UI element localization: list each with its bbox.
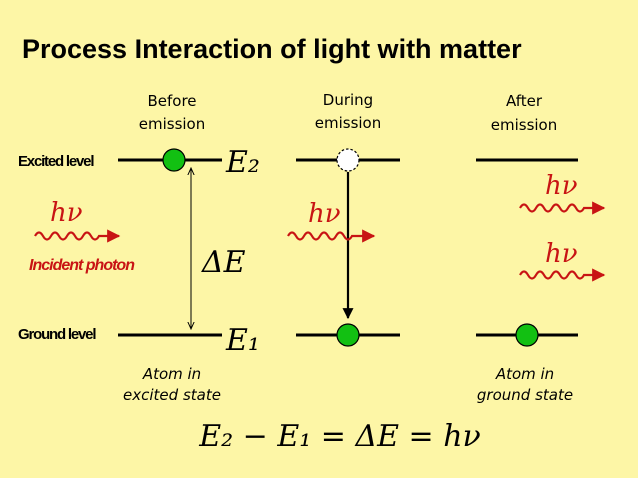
before-header-line2: emission — [139, 115, 206, 133]
excited-level-label: Excited level — [18, 153, 94, 170]
after-caption-line2: ground state — [477, 386, 573, 404]
atom-vacated-during — [336, 148, 360, 172]
energy-equation: E₂ − E₁ = ΔE = hν — [198, 419, 481, 454]
incident-photon-symbol: hν — [50, 198, 83, 228]
during-photon-symbol: hν — [308, 199, 341, 229]
atom-ground-after — [515, 323, 539, 347]
after-header-line2: emission — [491, 116, 558, 134]
emitted-photon-wave-upper — [519, 201, 606, 215]
before-caption-line2: excited state — [123, 386, 221, 404]
energy-lower-label: E₁ — [225, 323, 260, 358]
during-header-line2: emission — [315, 114, 382, 132]
before-caption-line1: Atom in — [142, 365, 201, 383]
before-header-line1: Before — [147, 92, 196, 110]
page-title: Process Interaction of light with matter — [22, 34, 522, 64]
atom-excited-before — [162, 148, 186, 172]
after-header-line1: After — [506, 92, 543, 110]
ground-level-label: Ground level — [18, 326, 96, 343]
energy-upper-label: E₂ — [225, 145, 260, 180]
during-header-line1: During — [323, 91, 373, 109]
emitted-photon-wave-lower — [519, 268, 606, 282]
atom-ground-during — [336, 323, 360, 347]
incident-photon-label: Incident photon — [29, 257, 135, 274]
emitted-photon-symbol-upper: hν — [545, 171, 578, 201]
incident-photon-wave — [34, 229, 121, 243]
after-caption-line1: Atom in — [495, 365, 554, 383]
during-photon-wave — [287, 229, 376, 243]
emitted-photon-symbol-lower: hν — [545, 239, 578, 269]
energy-gap-label: ΔE — [201, 245, 246, 280]
